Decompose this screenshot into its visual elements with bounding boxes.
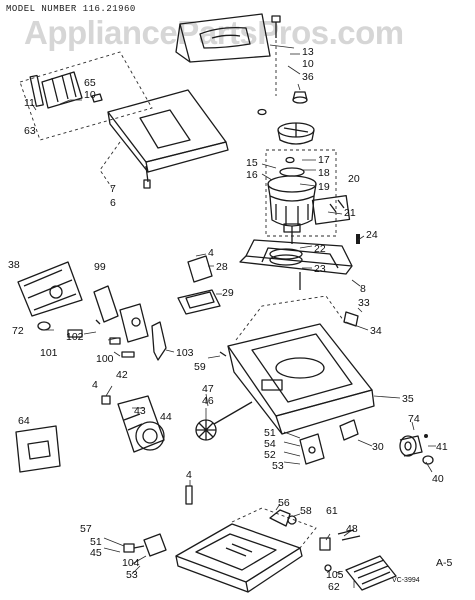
callout-21: 21: [344, 207, 356, 219]
page-reference: A-5: [436, 557, 453, 569]
bumper-part: [269, 248, 303, 260]
callout-7: 7: [110, 183, 116, 195]
callout-44: 44: [160, 411, 172, 423]
callout-28: 28: [216, 261, 228, 273]
lever-part: [151, 321, 167, 361]
callout-103: 103: [176, 347, 194, 359]
base-pan-part: [227, 323, 375, 435]
callout-53-mid: 53: [272, 460, 284, 472]
spring-clip-part: [143, 533, 167, 557]
bottom-plate-part: [175, 523, 303, 593]
motor-part: [267, 156, 317, 244]
callout-22: 22: [314, 243, 326, 255]
callout-56: 56: [278, 497, 290, 509]
brush-block-part: [29, 71, 83, 109]
brush-roll-part: [195, 401, 253, 441]
callout-36: 36: [302, 71, 314, 83]
callout-59: 59: [194, 361, 206, 373]
callout-53-bottom: 53: [126, 569, 138, 581]
callout-72: 72: [12, 325, 24, 337]
callout-74: 74: [408, 413, 420, 425]
callout-4-bottom: 4: [186, 469, 192, 481]
callout-6: 6: [110, 197, 116, 209]
dust-cover-part: [175, 13, 271, 63]
callout-99: 99: [94, 261, 106, 273]
callout-51-bottom: 51: [90, 536, 102, 548]
switch-plate-part: [93, 285, 119, 323]
grommet-part: [292, 96, 308, 104]
model-number-title: MODEL NUMBER 116.21960: [6, 4, 136, 14]
callout-24: 24: [366, 229, 378, 241]
callout-46: 46: [202, 395, 214, 407]
callout-61: 61: [326, 505, 338, 517]
motor-fan-part: [277, 122, 315, 145]
callout-54: 54: [264, 438, 276, 450]
callout-102: 102: [66, 331, 84, 343]
mounting-plate-part: [107, 89, 229, 173]
callout-34: 34: [370, 325, 382, 337]
motor-bracket-part: [311, 194, 351, 225]
pulley-part: [399, 435, 423, 457]
callout-45: 45: [90, 547, 102, 559]
knob-part: [37, 321, 51, 331]
bracket-part: [187, 255, 213, 283]
callout-40: 40: [432, 473, 444, 485]
callout-18: 18: [318, 167, 330, 179]
callout-51-mid: 51: [264, 427, 276, 439]
callout-41: 41: [436, 441, 448, 453]
callout-65: 65: [84, 77, 96, 89]
callout-13: 13: [302, 46, 314, 58]
callout-11: 11: [24, 97, 35, 109]
filter-housing-part: [17, 261, 83, 317]
callout-42: 42: [116, 369, 128, 381]
callout-43: 43: [134, 405, 146, 417]
callout-23: 23: [314, 263, 326, 275]
wheel-assembly-part: [117, 395, 165, 453]
callout-20: 20: [348, 173, 360, 185]
callout-101: 101: [40, 347, 58, 359]
callout-105: 105: [326, 569, 344, 581]
drawing-code: VC-3994: [392, 577, 420, 584]
part-number-callouts: 13 10 36 65 10 11 63 7 6 15 17 18 16 19 …: [8, 46, 448, 593]
callout-4-left: 4: [92, 379, 98, 391]
brush-assembly-outline: [19, 51, 153, 141]
callout-58: 58: [300, 505, 312, 517]
callout-19: 19: [318, 181, 330, 193]
callout-4-upper: 4: [208, 247, 214, 259]
callout-17: 17: [318, 154, 330, 166]
bearing-part: [269, 509, 291, 527]
callout-15: 15: [246, 157, 258, 169]
callout-63: 63: [24, 125, 36, 137]
pad-part: [177, 289, 221, 315]
callout-62: 62: [328, 581, 340, 593]
clip-part: [339, 419, 359, 441]
switch-part: [119, 303, 149, 343]
callout-35: 35: [402, 393, 414, 405]
callout-57: 57: [80, 523, 92, 535]
callout-64: 64: [18, 415, 30, 427]
callout-48: 48: [346, 523, 358, 535]
callout-38: 38: [8, 259, 20, 271]
drive-belt-part: [239, 239, 353, 290]
callout-30: 30: [372, 441, 384, 453]
callout-8: 8: [360, 283, 366, 295]
callout-10-left: 10: [84, 89, 96, 101]
callout-16: 16: [246, 169, 258, 181]
callout-104: 104: [122, 557, 140, 569]
callout-29: 29: [222, 287, 234, 299]
callout-47: 47: [202, 383, 214, 395]
switch-block-part: [299, 433, 325, 465]
callout-100: 100: [96, 353, 114, 365]
bushing-part: [319, 537, 331, 551]
callout-33: 33: [358, 297, 370, 309]
callout-10-top: 10: [302, 58, 314, 70]
leader-lines: [31, 53, 436, 588]
pedal-part: [345, 555, 397, 591]
callout-52: 52: [264, 449, 276, 461]
cloth-part: [15, 425, 61, 473]
